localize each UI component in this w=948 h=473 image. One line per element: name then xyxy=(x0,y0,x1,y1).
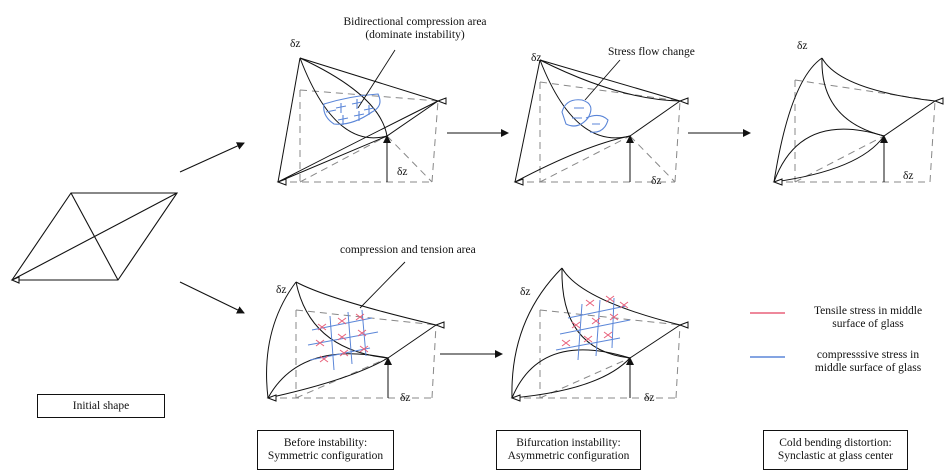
legend-tensile: Tensile stress in middle surface of glas… xyxy=(790,305,946,331)
caption-bifurcation-instability: Bifurcation instability: Asymmetric conf… xyxy=(496,430,641,470)
dz-label-top-mid-apex: δz xyxy=(531,52,542,64)
arrow-to-lower-row xyxy=(179,281,245,314)
dz-label-top-right-apex: δz xyxy=(797,40,808,52)
legend-tensile-line2: surface of glass xyxy=(832,318,904,330)
caption-cold-line1: Cold bending distortion: xyxy=(779,437,892,449)
caption-bifurcation-line2: Asymmetric configuration xyxy=(507,450,630,462)
annotation-bidirectional-line2: (dominate instability) xyxy=(365,29,465,41)
panel-stress-flow-change xyxy=(513,59,689,186)
caption-before-line2: Symmetric configuration xyxy=(267,450,384,462)
dz-label-top-left-corner: δz xyxy=(397,166,408,178)
dz-label-bottom-left-apex: δz xyxy=(276,284,287,296)
dz-label-top-left-apex: δz xyxy=(290,38,301,50)
caption-cold-bending: Cold bending distortion: Synclastic at g… xyxy=(763,430,908,470)
annotation-leaders xyxy=(357,49,621,309)
tension-compression-marks xyxy=(307,309,379,371)
caption-initial-text: Initial shape xyxy=(72,400,130,412)
dz-label-bottom-mid-corner: δz xyxy=(644,392,655,404)
flow-arrows xyxy=(179,129,751,358)
stress-flow-marks xyxy=(561,99,609,133)
legend-tensile-line1: Tensile stress in middle xyxy=(813,305,923,317)
leader-compression-tension xyxy=(359,261,406,309)
legend-compressive-line2: middle surface of glass xyxy=(814,362,922,374)
dz-label-bottom-left-corner: δz xyxy=(400,392,411,404)
dz-label-top-right-corner: δz xyxy=(903,170,914,182)
annotation-compression-tension: compression and tension area xyxy=(340,244,476,256)
arrow-to-upper-row xyxy=(179,142,245,173)
panel-before-instability xyxy=(266,281,445,402)
caption-before-line1: Before instability: xyxy=(283,437,368,449)
leader-stress-flow xyxy=(584,59,621,101)
caption-before-instability: Before instability: Symmetric configurat… xyxy=(257,430,394,470)
panel-bifurcation-instability xyxy=(510,267,689,402)
dz-label-top-mid-corner: δz xyxy=(651,175,662,187)
panel-bidirectional-compression xyxy=(276,57,447,186)
caption-cold-line2: Synclastic at glass center xyxy=(777,450,894,462)
caption-bifurcation-line1: Bifurcation instability: xyxy=(516,437,621,449)
legend-compressive-line1: compresssive stress in xyxy=(816,349,920,361)
caption-initial-shape: Initial shape xyxy=(37,394,165,418)
annotation-bidirectional: Bidirectional compression area (dominate… xyxy=(320,16,510,42)
panel-synclastic xyxy=(772,57,944,186)
leader-bidirectional xyxy=(357,49,396,109)
annotation-stress-flow: Stress flow change xyxy=(608,46,695,58)
dz-label-bottom-mid-apex: δz xyxy=(520,286,531,298)
initial-shape xyxy=(10,192,179,284)
legend-compressive: compresssive stress in middle surface of… xyxy=(790,349,946,375)
compression-marks xyxy=(323,93,381,125)
annotation-bidirectional-line1: Bidirectional compression area xyxy=(343,16,487,28)
bifurcation-marks xyxy=(555,295,631,361)
